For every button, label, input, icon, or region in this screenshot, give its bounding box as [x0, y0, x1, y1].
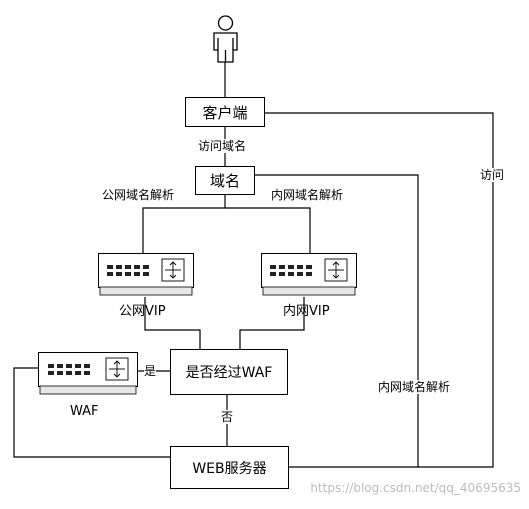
waf-device-icon [38, 352, 138, 395]
internal-resolve-label: 内网域名解析 [271, 188, 344, 202]
watermark-text: https://blog.csdn.net/qq_40695635 [310, 481, 521, 495]
domain-to-internal-vip-line [225, 207, 311, 253]
public-vip-device-icon [98, 253, 194, 296]
domain-to-public-vip-line [142, 195, 226, 253]
domain-label: 域名 [209, 172, 240, 190]
waf-check-label: 是否经过WAF [185, 365, 273, 381]
public-resolve-label: 公网域名解析 [102, 188, 175, 202]
waf-label: WAF [70, 404, 99, 419]
yes-label: 是 [144, 364, 157, 378]
client-node: 客户端 [185, 97, 265, 127]
public-vip-to-check-line [144, 297, 201, 349]
user-icon [213, 15, 238, 63]
domain-internal-line [255, 174, 419, 467]
internal-resolve-label-2: 内网域名解析 [378, 380, 451, 394]
client-label: 客户端 [202, 103, 248, 122]
access-label: 访问 [480, 168, 505, 182]
waf-check-node: 是否经过WAF [170, 349, 288, 395]
visit-domain-label: 访问域名 [198, 139, 247, 153]
internal-vip-to-check-line [239, 297, 305, 349]
web-server-node: WEB服务器 [170, 446, 289, 489]
internal-vip-label: 内网VIP [283, 304, 330, 319]
no-label: 否 [221, 410, 234, 424]
internal-vip-device-icon [261, 253, 357, 296]
waf-to-web-line [13, 367, 170, 458]
access-line [265, 112, 494, 468]
domain-node: 域名 [195, 166, 255, 195]
public-vip-label: 公网VIP [119, 304, 166, 319]
web-server-label: WEB服务器 [192, 460, 267, 477]
